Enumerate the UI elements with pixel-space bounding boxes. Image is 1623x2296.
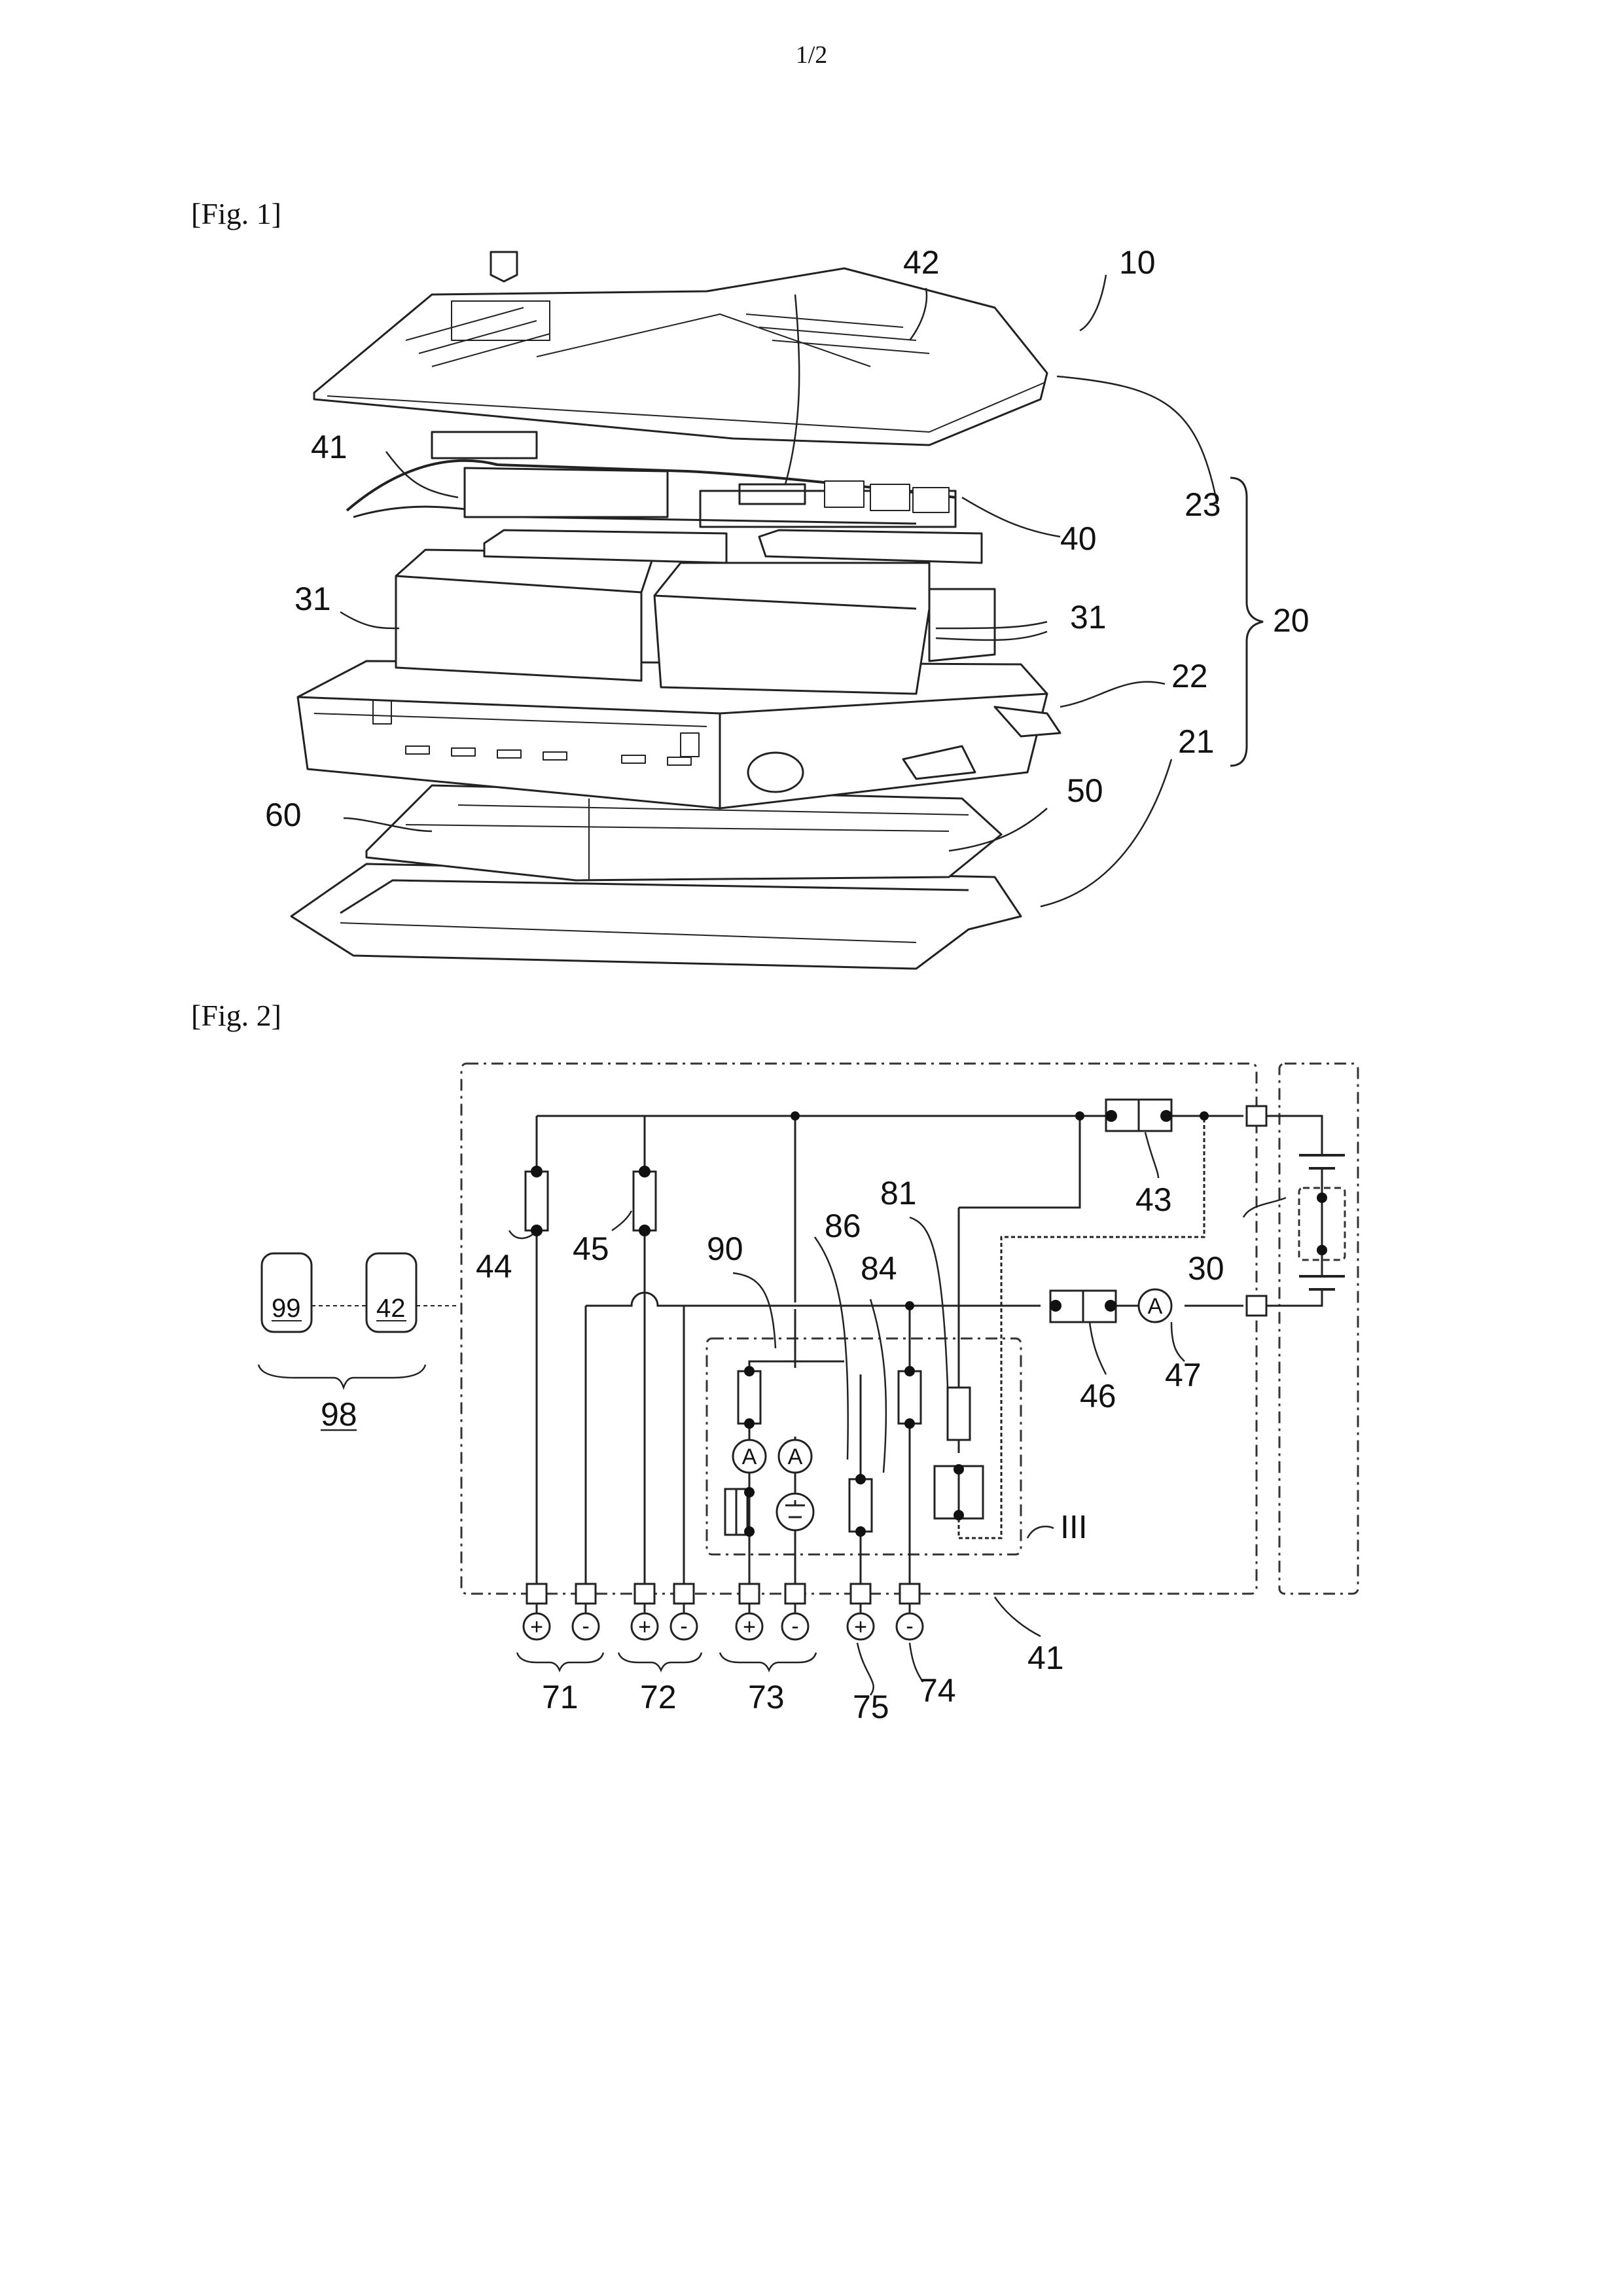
fig2-reference-numerals: 43 81 30 86 90 84 44 45 46 47 98 III 41 … bbox=[321, 1175, 1224, 1725]
t72-minus: - bbox=[680, 1614, 687, 1639]
resistor-81 bbox=[948, 1388, 970, 1440]
ammeter-73b-label: A bbox=[788, 1444, 803, 1469]
t72-plus: + bbox=[638, 1615, 651, 1640]
ref-42-block: 42 bbox=[376, 1294, 406, 1323]
polarity-signs: + - + - + - + - bbox=[530, 1614, 914, 1640]
ref-47: 47 bbox=[1165, 1357, 1202, 1393]
ref-III: III bbox=[1060, 1509, 1088, 1545]
ref-90: 90 bbox=[707, 1230, 743, 1267]
ref-74: 74 bbox=[919, 1672, 956, 1709]
ammeter-73a-label: A bbox=[742, 1444, 757, 1469]
ref-81: 81 bbox=[880, 1175, 917, 1211]
t74-minus: - bbox=[906, 1614, 913, 1639]
ref-98: 98 bbox=[321, 1396, 357, 1433]
ref-99: 99 bbox=[272, 1294, 301, 1323]
ref-41: 41 bbox=[1027, 1640, 1064, 1676]
t71-plus: + bbox=[530, 1615, 543, 1640]
ref-84: 84 bbox=[861, 1250, 897, 1287]
ref-71: 71 bbox=[542, 1679, 579, 1715]
ref-43: 43 bbox=[1135, 1181, 1172, 1218]
ref-46: 46 bbox=[1080, 1378, 1116, 1414]
box-30 bbox=[1279, 1064, 1358, 1594]
ref-72: 72 bbox=[640, 1679, 677, 1715]
ref-45: 45 bbox=[573, 1230, 609, 1267]
source-73 bbox=[777, 1494, 813, 1530]
t75-plus: + bbox=[854, 1615, 867, 1640]
fuse-45 bbox=[633, 1172, 656, 1230]
t73-plus: + bbox=[743, 1615, 756, 1640]
ref-44: 44 bbox=[476, 1248, 512, 1285]
ref-30: 30 bbox=[1188, 1250, 1224, 1287]
t71-minus: - bbox=[582, 1614, 589, 1639]
ref-86: 86 bbox=[825, 1208, 861, 1244]
fuse-44 bbox=[526, 1172, 548, 1230]
ref-73: 73 bbox=[748, 1679, 785, 1715]
ammeter-47-label: A bbox=[1148, 1294, 1163, 1319]
t73-minus: - bbox=[791, 1614, 798, 1639]
ref-75: 75 bbox=[853, 1689, 889, 1725]
